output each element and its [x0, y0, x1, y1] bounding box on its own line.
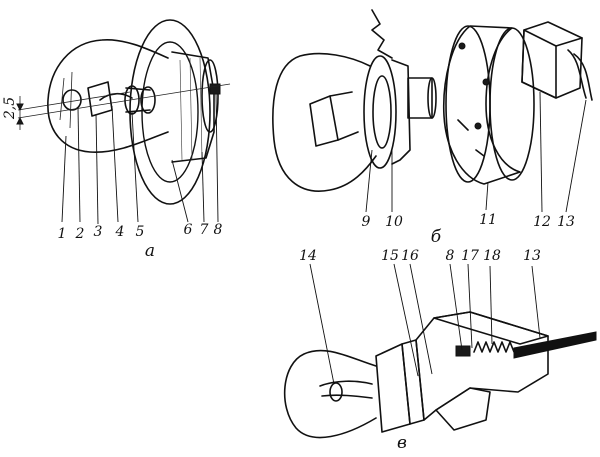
- leader-13b: [531, 265, 541, 339]
- wire-v: [513, 331, 597, 359]
- axis-line: [17, 83, 231, 119]
- base-cylinder: [171, 51, 215, 163]
- leader-11: [485, 181, 489, 211]
- connector-block: [521, 21, 583, 99]
- flange-ring-inner: [141, 41, 199, 183]
- leader-12: [539, 91, 543, 213]
- view-letter-a: а: [145, 241, 155, 261]
- socket-pin-1: [458, 42, 466, 50]
- part-label-18: 18: [483, 248, 501, 264]
- part-label-11: 11: [479, 212, 497, 228]
- inner-ring-2: [140, 86, 156, 114]
- leader-16: [409, 263, 433, 375]
- filament-v: [319, 380, 373, 399]
- part-label-7: 7: [200, 222, 209, 238]
- part-label-8b: 8: [446, 248, 455, 264]
- filament-b-2: [329, 91, 359, 141]
- housing-v-top: [433, 311, 549, 345]
- view-b-assembly: 9 10 11 12 13 б: [272, 9, 593, 247]
- base-stripe-2: [189, 57, 193, 161]
- leader-14: [309, 263, 335, 385]
- leader-1: [61, 135, 67, 223]
- part-label-12: 12: [533, 214, 551, 230]
- leader-8b: [449, 263, 463, 351]
- part-label-13b: 13: [523, 248, 541, 264]
- glass-bulb-b: [272, 52, 377, 192]
- contact-tab: [209, 83, 221, 95]
- clamp-bracket: [391, 59, 411, 165]
- view-letter-b: б: [431, 227, 442, 247]
- filament-holder: [99, 87, 151, 113]
- dimension-mark: 2,5: [2, 96, 24, 130]
- part-label-17: 17: [461, 248, 479, 264]
- base-stripe-3: [199, 57, 203, 159]
- part-label-8: 8: [214, 222, 223, 238]
- part-label-5: 5: [136, 224, 145, 240]
- part-label-3: 3: [94, 224, 103, 240]
- part-label-4: 4: [115, 224, 125, 240]
- base-end: [201, 59, 219, 133]
- view-a-lamp: 2,5 1 2 3 4 5 6 7 8 а: [2, 19, 231, 261]
- part-label-14: 14: [299, 248, 317, 264]
- view-v-cutaway: 14 15 16 8 17 18 13 в: [283, 248, 597, 453]
- part-label-2: 2: [75, 226, 85, 242]
- bulb-highlight-1: [59, 77, 65, 121]
- filament-b: [309, 95, 339, 147]
- leader-15: [393, 263, 419, 377]
- bulb-highlight-2: [69, 71, 73, 129]
- glass-bulb-v: [283, 349, 377, 439]
- housing-v: [415, 311, 549, 421]
- leader-9: [365, 149, 373, 213]
- housing-v-bottom: [435, 387, 491, 431]
- part-label-10: 10: [385, 214, 403, 230]
- base-stripe-1: [179, 59, 183, 161]
- leader-7: [201, 151, 205, 223]
- leader-3: [95, 113, 99, 225]
- spring-v: [473, 341, 515, 353]
- part-label-1: 1: [58, 226, 67, 242]
- part-label-9: 9: [362, 214, 371, 230]
- flange-b-inner: [372, 75, 392, 149]
- contact-v: [455, 345, 471, 357]
- view-letter-v: в: [397, 433, 407, 453]
- wire-1: [567, 49, 587, 99]
- leader-2: [77, 107, 81, 223]
- leader-4: [111, 105, 119, 223]
- leader-8: [215, 93, 219, 223]
- part-label-15: 15: [381, 248, 399, 264]
- socket-housing: [442, 25, 535, 185]
- flange-b: [363, 55, 397, 169]
- filament-coil-v: [329, 382, 343, 402]
- part-label-16: 16: [401, 248, 419, 264]
- leader-5: [131, 111, 139, 223]
- dimension-label: 2,5: [2, 97, 18, 120]
- axis-line-2: [17, 91, 131, 111]
- socket-pin-3: [474, 122, 482, 130]
- part-label-13: 13: [557, 214, 575, 230]
- base-b-end: [427, 77, 437, 119]
- socket-pin-2: [482, 78, 490, 86]
- spring-clip: [371, 9, 393, 59]
- leader-17: [467, 263, 473, 349]
- base-b: [407, 77, 433, 119]
- glass-bulb: [47, 39, 169, 153]
- base-v: [375, 343, 411, 433]
- leader-13: [565, 99, 587, 213]
- wire-2: [573, 53, 593, 101]
- part-label-6: 6: [184, 222, 193, 238]
- leader-18: [489, 265, 493, 345]
- leader-6: [171, 159, 189, 223]
